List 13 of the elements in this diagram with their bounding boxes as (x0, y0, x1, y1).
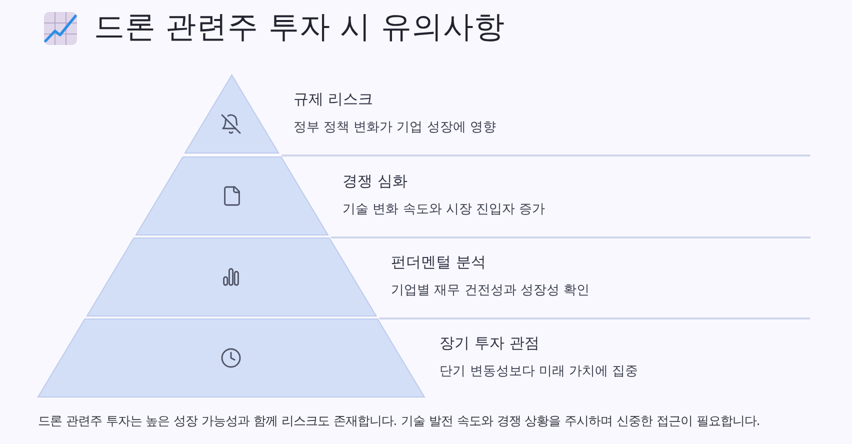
tier-title: 펀더멘털 분석 (391, 252, 486, 272)
caption: 드론 관련주 투자는 높은 성장 가능성과 함께 리스크도 존재합니다. 기술 발전 속도와 경쟁 상황을 주시하며 신중한 접근이 필요합니다. (38, 413, 760, 430)
pyramid-tier (136, 157, 810, 238)
tier-description: 기업별 재무 건전성과 성장성 확인 (391, 282, 590, 300)
tier-title: 경쟁 심화 (342, 171, 408, 191)
tier-description: 단기 변동성보다 미래 가치에 집중 (440, 363, 638, 381)
tier-description: 기술 변화 속도와 시장 진입자 증가 (342, 201, 546, 219)
tier-title: 장기 투자 관점 (440, 333, 540, 353)
pyramid-tier (184, 75, 810, 156)
title: 드론 관련주 투자 시 유의사항 (94, 9, 505, 47)
tier-title: 규제 리스크 (293, 89, 374, 109)
pyramid-tier (86, 238, 810, 319)
tier-description: 정부 정책 변화가 기업 성장에 영향 (293, 119, 496, 137)
